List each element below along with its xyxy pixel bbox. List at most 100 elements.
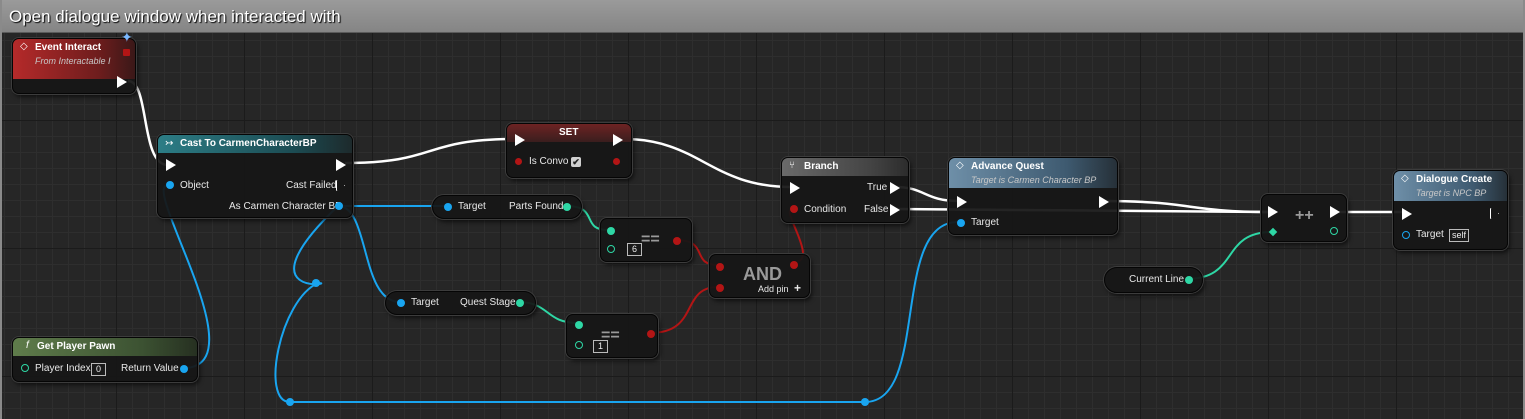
and-b-pin[interactable] bbox=[716, 284, 724, 292]
delegate-pin[interactable] bbox=[123, 49, 130, 56]
branch-true-pin[interactable] bbox=[890, 182, 900, 194]
dialogue-create-subtitle: Target is NPC BP bbox=[1416, 188, 1487, 198]
return-value-label: Return Value bbox=[121, 363, 179, 374]
equals-node-2[interactable]: 1 == bbox=[566, 314, 658, 358]
equals-2-b-pin[interactable] bbox=[575, 341, 583, 349]
reroute-node-2 bbox=[286, 398, 294, 406]
event-diamond-icon: ◇ bbox=[20, 41, 28, 52]
set-var-label: Is Convo bbox=[529, 156, 569, 167]
and-add-pin-label[interactable]: Add pin bbox=[758, 284, 789, 294]
get-player-pawn-header bbox=[13, 338, 197, 356]
quest-stage-target-label: Target bbox=[411, 297, 439, 308]
set-is-convo-node[interactable]: SET Is Convo ✔ bbox=[506, 123, 632, 178]
event-interact-header bbox=[13, 39, 135, 79]
cast-as-pin[interactable] bbox=[335, 202, 343, 210]
branch-false-label: False bbox=[864, 204, 889, 215]
advance-quest-exec-out-pin[interactable] bbox=[1099, 196, 1109, 208]
branch-exec-in-pin[interactable] bbox=[790, 182, 800, 194]
parts-found-value-label: Parts Found bbox=[509, 201, 564, 212]
parts-found-target-pin[interactable] bbox=[444, 203, 452, 211]
quest-stage-target-pin[interactable] bbox=[397, 299, 405, 307]
cast-arrow-icon: ↣ bbox=[165, 138, 174, 149]
dialogue-create-target-label: Target bbox=[1416, 229, 1444, 240]
and-node[interactable]: AND Add pin + bbox=[709, 254, 810, 298]
cast-object-label: Object bbox=[180, 180, 209, 191]
exec-wire-advance-increment bbox=[1103, 199, 1269, 214]
and-out-pin[interactable] bbox=[790, 261, 798, 269]
exec-wire-cast-set bbox=[344, 137, 518, 165]
equals-2-a-pin[interactable] bbox=[575, 321, 583, 329]
equals-1-a-pin[interactable] bbox=[607, 227, 615, 235]
set-is-convo-in-pin[interactable] bbox=[515, 158, 522, 165]
equals-2-out-pin[interactable] bbox=[647, 330, 655, 338]
cast-to-carmen-node[interactable]: ↣ Cast To CarmenCharacterBP Object Cast … bbox=[157, 134, 353, 218]
dialogue-create-target-pin[interactable] bbox=[1402, 231, 1410, 239]
cast-header bbox=[158, 135, 352, 153]
set-exec-out-pin[interactable] bbox=[613, 134, 623, 146]
event-exec-out-pin[interactable] bbox=[117, 76, 127, 88]
advance-quest-exec-in-pin[interactable] bbox=[957, 196, 967, 208]
set-is-convo-out-pin[interactable] bbox=[613, 158, 620, 165]
cast-failed-pin[interactable] bbox=[336, 180, 345, 191]
function-diamond-icon: ◇ bbox=[956, 160, 964, 171]
branch-true-label: True bbox=[867, 182, 888, 193]
equals-1-b-pin[interactable] bbox=[607, 245, 615, 253]
cast-exec-in-pin[interactable] bbox=[166, 159, 176, 171]
quest-stage-out-pin[interactable] bbox=[516, 299, 524, 307]
current-line-out-pin[interactable] bbox=[1185, 276, 1193, 284]
increment-exec-out-pin[interactable] bbox=[1330, 206, 1340, 218]
set-title: SET bbox=[559, 127, 579, 138]
return-value-pin[interactable] bbox=[180, 365, 188, 373]
parts-found-getter-node[interactable]: Target Parts Found bbox=[432, 195, 582, 219]
comment-header[interactable]: Open dialogue window when interacted wit… bbox=[0, 0, 1525, 33]
equals-2-operator: == bbox=[601, 327, 620, 344]
quest-stage-getter-node[interactable]: Target Quest Stage bbox=[385, 291, 536, 315]
equals-2-value-box[interactable]: 1 bbox=[593, 340, 608, 353]
increment-operator: ++ bbox=[1295, 207, 1314, 224]
advance-quest-target-label: Target bbox=[971, 217, 999, 228]
increment-out-pin[interactable] bbox=[1330, 227, 1338, 235]
current-line-getter-node[interactable]: Current Line bbox=[1104, 267, 1203, 293]
advance-quest-node[interactable]: ◇ Advance Quest Target is Carmen Charact… bbox=[948, 157, 1118, 235]
parts-found-out-pin[interactable] bbox=[563, 203, 571, 211]
equals-node-1[interactable]: 6 == bbox=[600, 218, 692, 262]
set-is-convo-checkbox[interactable]: ✔ bbox=[571, 157, 581, 167]
and-operator: AND bbox=[743, 264, 782, 284]
advance-quest-target-pin[interactable] bbox=[957, 219, 965, 227]
branch-condition-pin[interactable] bbox=[790, 205, 798, 213]
cast-title: Cast To CarmenCharacterBP bbox=[180, 138, 317, 149]
branch-header bbox=[782, 158, 908, 176]
cast-failed-label: Cast Failed bbox=[286, 180, 337, 191]
dialogue-create-exec-in-pin[interactable] bbox=[1402, 208, 1412, 220]
event-interact-subtitle: From Interactable I bbox=[35, 56, 111, 66]
and-a-pin[interactable] bbox=[716, 263, 724, 271]
event-interact-node[interactable]: ◇ Event Interact From Interactable I bbox=[12, 38, 136, 94]
current-line-label: Current Line bbox=[1129, 274, 1185, 285]
cast-object-pin[interactable] bbox=[166, 181, 174, 189]
advance-quest-title: Advance Quest bbox=[971, 161, 1044, 172]
advance-quest-subtitle: Target is Carmen Character BP bbox=[971, 175, 1097, 185]
and-add-pin-plus-icon[interactable]: + bbox=[794, 281, 802, 295]
object-wire-cast-queststage bbox=[337, 205, 401, 303]
equals-1-value-box[interactable]: 6 bbox=[627, 243, 642, 256]
object-wire-cast-loop bbox=[274, 205, 959, 403]
dialogue-create-target-value[interactable]: self bbox=[1449, 229, 1470, 242]
dialogue-create-node[interactable]: ◇ Dialogue Create Target is NPC BP Targe… bbox=[1393, 170, 1508, 250]
branch-title: Branch bbox=[804, 161, 839, 172]
dialogue-create-title: Dialogue Create bbox=[1416, 174, 1493, 185]
set-exec-in-pin[interactable] bbox=[515, 134, 525, 146]
equals-1-out-pin[interactable] bbox=[673, 237, 681, 245]
increment-in-pin[interactable] bbox=[1268, 227, 1278, 237]
cast-exec-out-pin[interactable] bbox=[336, 159, 346, 171]
dialogue-create-exec-out-pin[interactable] bbox=[1490, 208, 1499, 219]
branch-false-pin[interactable] bbox=[890, 204, 900, 216]
branch-node[interactable]: ⑂ Branch True Condition False bbox=[781, 157, 909, 223]
reroute-node-3 bbox=[861, 398, 869, 406]
increment-exec-in-pin[interactable] bbox=[1268, 206, 1278, 218]
get-player-pawn-title: Get Player Pawn bbox=[37, 341, 116, 352]
increment-node[interactable]: ++ bbox=[1261, 194, 1347, 242]
player-index-value[interactable]: 0 bbox=[91, 363, 106, 376]
player-index-pin[interactable] bbox=[21, 364, 29, 372]
comment-title: Open dialogue window when interacted wit… bbox=[9, 7, 341, 26]
get-player-pawn-node[interactable]: f Get Player Pawn Player Index 0 Return … bbox=[12, 337, 198, 382]
